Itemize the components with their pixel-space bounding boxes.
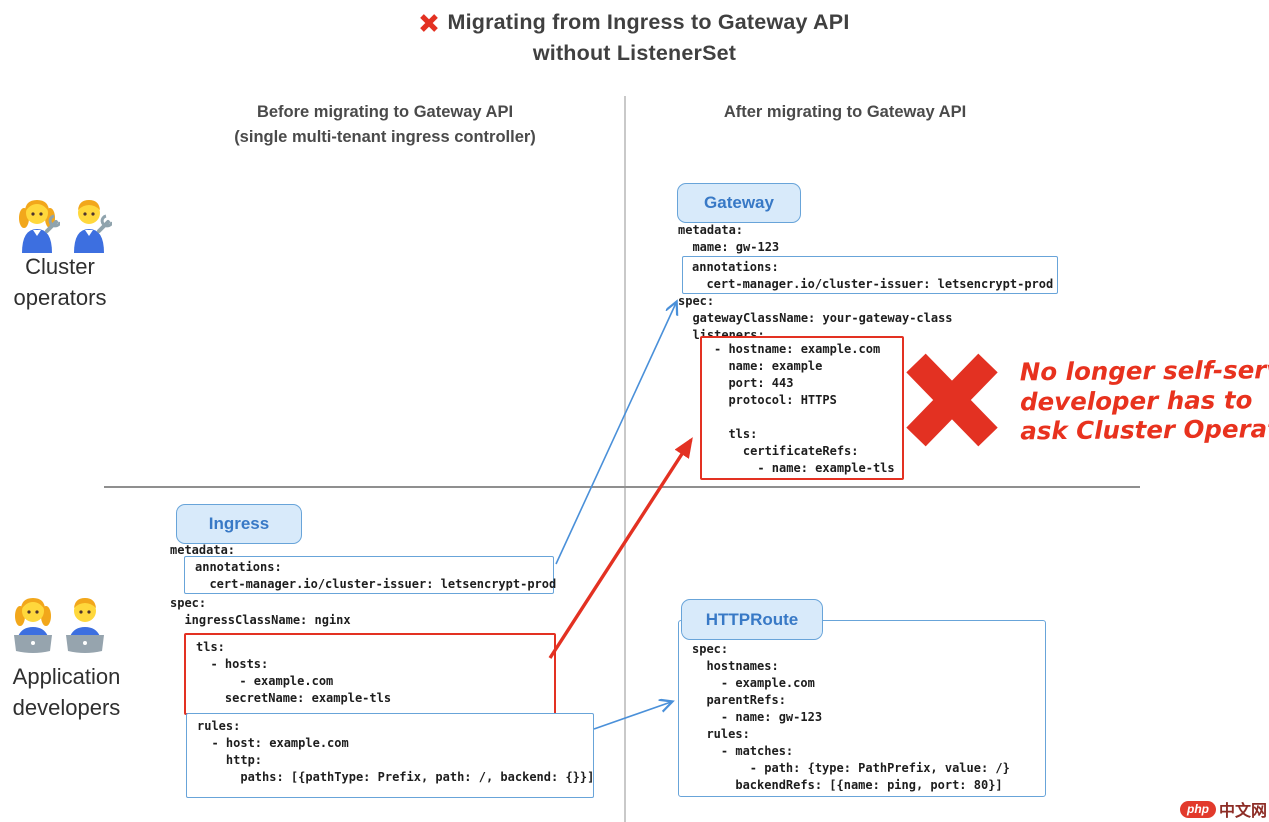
ingress-rules-code: rules: - host: example.com http: paths: … [197,719,595,784]
ingress-resource-label: Ingress [176,504,302,544]
before-header-line1: Before migrating to Gateway API [256,103,514,121]
cluster-operators-icons [14,191,112,253]
woman-mechanic-icon [19,200,60,253]
red-x-icon [420,13,439,32]
application-developers-label: Application developers [12,664,121,720]
man-mechanic-icon [74,200,112,253]
column-divider [624,96,626,822]
arrow-ingress-tls-to-gateway-listeners [548,437,693,659]
before-header-line2: (single multi-tenant ingress controller) [234,128,536,146]
gateway-resource-label: Gateway [677,183,801,223]
site-watermark: php 中文网 [1180,797,1267,821]
ingress-annotations-highlight-box: annotations: cert-manager.io/cluster-iss… [184,556,557,594]
gateway-annotations-highlight-box: annotations: cert-manager.io/cluster-iss… [682,256,1058,294]
ingress-tls-code: tls: - hosts: - example.com secretName: … [196,640,392,705]
title-line2: without ListenerSet [532,41,737,65]
title-line1: Migrating from Ingress to Gateway API [447,10,850,34]
application-developers-icons [10,591,108,653]
self-service-note: No longer self-service: developer has to… [1019,354,1269,446]
ingress-metadata-code: metadata: [170,543,236,557]
php-logo-badge: php [1180,800,1216,818]
ingress-rules-highlight-box: rules: - host: example.com http: paths: … [186,713,594,798]
ingress-spec-code: spec: ingressClassName: nginx [170,596,351,627]
gateway-listeners-code: - hostname: example.com name: example po… [714,342,895,475]
page-title: Migrating from Ingress to Gateway API wi… [0,7,1269,69]
watermark-text: 中文网 [1219,803,1268,820]
man-technologist-icon [66,598,104,653]
gateway-listeners-highlight-box: - hostname: example.com name: example po… [700,336,904,480]
row-divider [104,486,1140,488]
cluster-operators-label: Cluster operators [13,254,107,310]
httproute-resource-label: HTTPRoute [681,599,823,640]
gateway-metadata-code: metadata: mame: gw-123 [678,223,780,254]
arrow-ingress-rules-to-httproute [593,702,671,730]
column-header-before: Before migrating to Gateway API (single … [140,100,630,150]
httproute-outline-box [678,620,1046,797]
gateway-annotations-code: annotations: cert-manager.io/cluster-iss… [692,260,1054,291]
ingress-annotations-code: annotations: cert-manager.io/cluster-iss… [195,560,557,591]
ingress-tls-highlight-box: tls: - hosts: - example.com secretName: … [184,633,556,715]
after-header-line1: After migrating to Gateway API [723,103,967,121]
arrow-ingress-annotations-to-gateway [555,303,676,565]
woman-technologist-icon [14,598,52,653]
column-header-after: After migrating to Gateway API [645,100,1045,125]
httproute-spec-code: spec: hostnames: - example.com parentRef… [692,642,1010,792]
gateway-spec-code: spec: gatewayClassName: your-gateway-cla… [678,294,953,342]
big-red-x-icon [906,353,998,447]
